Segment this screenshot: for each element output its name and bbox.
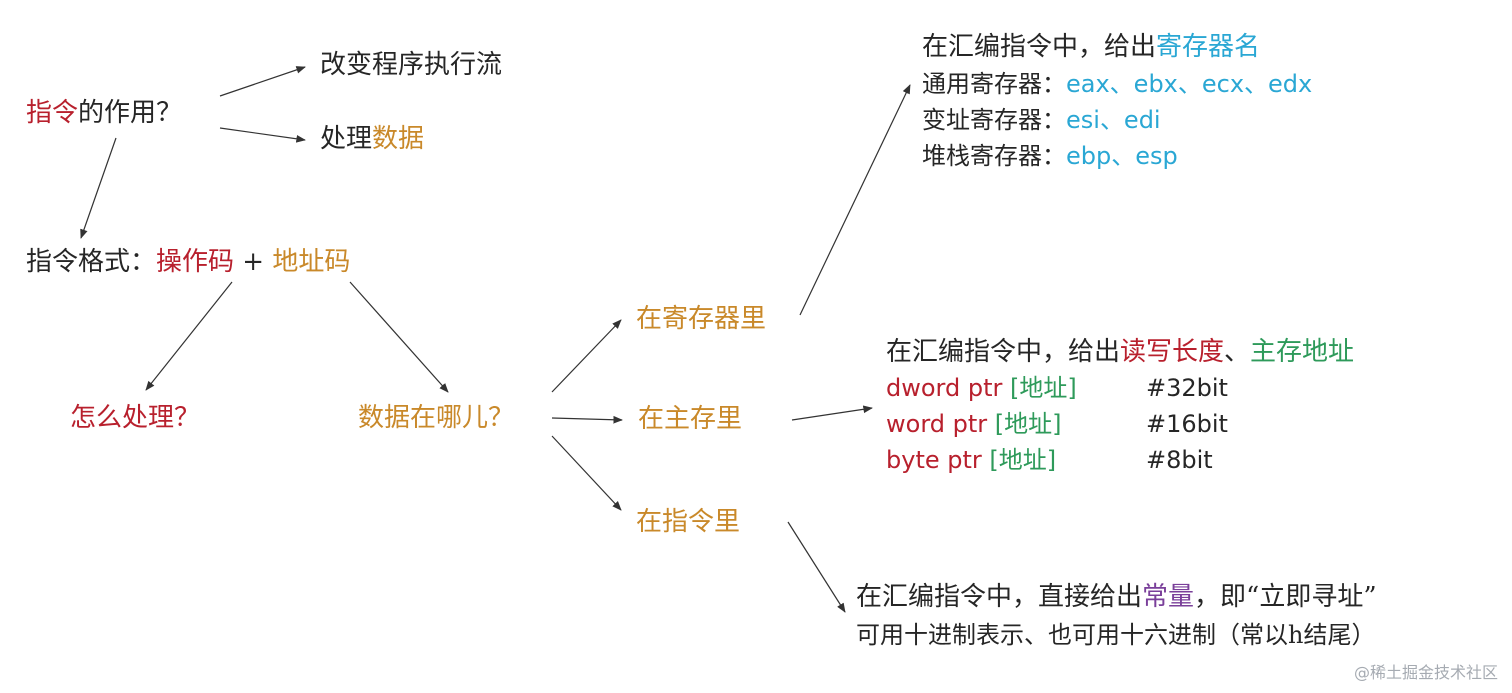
immediate-line-2: 可用十进制表示、也可用十六进制（常以h结尾）	[856, 621, 1376, 649]
arrow-root-to-data	[219, 127, 306, 143]
memory-row-type: dword ptr	[886, 374, 1003, 402]
watermark: @稀土掘金技术社区	[1353, 663, 1498, 682]
stack-registers-values: ebp、esp	[1066, 142, 1178, 170]
branch-process-data-keyword: 数据	[372, 124, 425, 154]
memory-row-address: [地址]	[1010, 374, 1077, 402]
arrow-where-to-register	[551, 319, 622, 393]
memory-row: byte ptr [地址]	[886, 448, 1056, 472]
stack-registers: 堆栈寄存器：ebp、esp	[922, 144, 1178, 168]
immediate-line-1: 在汇编指令中，直接给出常量，即“立即寻址”	[856, 584, 1377, 610]
instruction-format: 指令格式：操作码 + 地址码	[26, 249, 350, 275]
format-label: 指令格式：	[26, 247, 157, 277]
memory-row-comment: #8bit	[1146, 446, 1213, 474]
arrow-root-to-format	[80, 137, 117, 239]
memory-intro-separator: 、	[1224, 337, 1251, 367]
location-instruction: 在指令里	[636, 507, 741, 537]
memory-row-comment: #16bit	[1146, 410, 1228, 438]
location-register: 在寄存器里	[636, 304, 767, 334]
index-registers-values: esi、edi	[1066, 106, 1161, 134]
memory-row-address: [地址]	[989, 446, 1057, 474]
register-intro-prefix: 在汇编指令中，给出	[922, 32, 1157, 62]
root-question-rest: 的作用？	[78, 98, 183, 128]
memory-row-comment: #32bit	[1146, 374, 1228, 402]
memory-row: word ptr [地址]	[886, 412, 1062, 436]
immediate-line-1-prefix: 在汇编指令中，直接给出	[856, 582, 1143, 612]
memory-intro-keyword-length: 读写长度	[1120, 337, 1225, 367]
arrow-root-to-flow	[219, 66, 306, 97]
how-to-process: 怎么处理？	[70, 403, 201, 433]
immediate-line-1-keyword: 常量	[1142, 582, 1195, 612]
memory-row-address: [地址]	[994, 410, 1062, 438]
memory-intro-keyword-address: 主存地址	[1250, 337, 1355, 367]
where-is-data: 数据在哪儿？	[358, 403, 515, 433]
branch-process-data: 处理数据	[320, 126, 424, 152]
register-intro: 在汇编指令中，给出寄存器名	[922, 34, 1260, 60]
arrow-register-to-detail	[799, 84, 911, 316]
general-registers: 通用寄存器：eax、ebx、ecx、edx	[922, 72, 1312, 96]
immediate-line-1-suffix: ，即“立即寻址”	[1194, 582, 1377, 612]
format-addrcode: 地址码	[272, 247, 351, 277]
general-registers-label: 通用寄存器：	[922, 70, 1066, 98]
branch-change-flow: 改变程序执行流	[320, 50, 503, 80]
arrow-instruction-to-detail	[787, 521, 846, 613]
register-intro-keyword: 寄存器名	[1156, 32, 1261, 62]
general-registers-values: eax、ebx、ecx、edx	[1066, 70, 1313, 98]
format-opcode: 操作码	[156, 247, 235, 277]
memory-row-type: byte ptr	[886, 446, 982, 474]
root-question-keyword: 指令	[26, 98, 79, 128]
index-registers-label: 变址寄存器：	[922, 106, 1066, 134]
location-memory: 在主存里	[638, 404, 743, 434]
arrow-addr-to-where	[349, 281, 449, 393]
arrow-where-to-memory	[551, 415, 623, 424]
branch-process-data-prefix: 处理	[320, 124, 373, 154]
memory-intro: 在汇编指令中，给出读写长度、主存地址	[886, 339, 1354, 365]
stack-registers-label: 堆栈寄存器：	[922, 142, 1066, 170]
arrow-memory-to-detail	[791, 405, 873, 421]
root-question: 指令的作用？	[26, 100, 182, 126]
format-plus: +	[242, 247, 265, 277]
arrow-opcode-to-how	[145, 281, 233, 391]
index-registers: 变址寄存器：esi、edi	[922, 108, 1161, 132]
arrow-where-to-instruction	[551, 435, 622, 511]
memory-intro-prefix: 在汇编指令中，给出	[886, 337, 1121, 367]
memory-row-type: word ptr	[886, 410, 988, 438]
memory-row: dword ptr [地址]	[886, 376, 1077, 400]
